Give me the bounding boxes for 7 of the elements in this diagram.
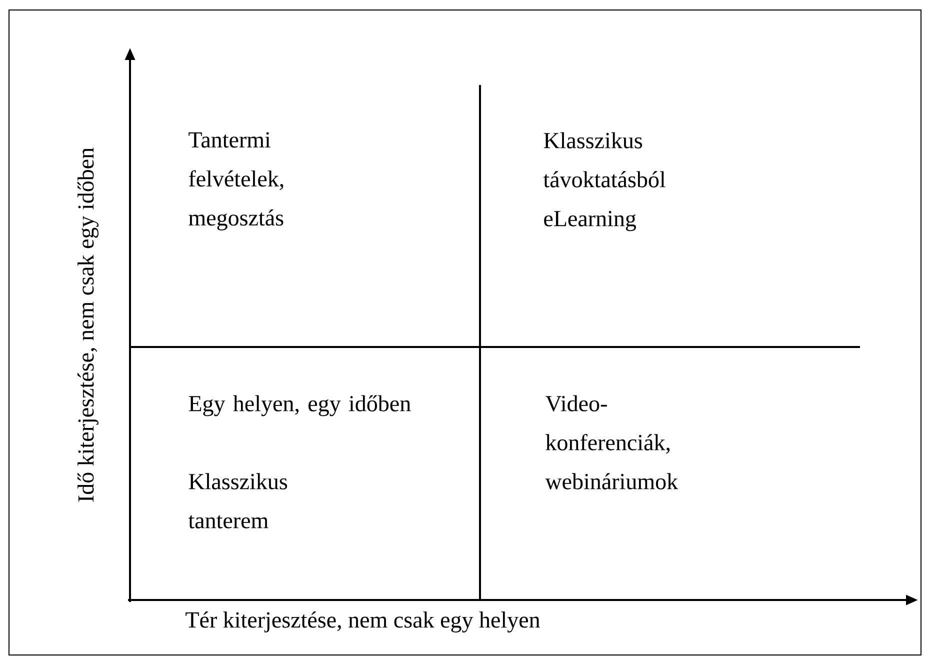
quadrant-label: Egy helyen, egy időben [188,395,411,416]
quadrant-label: Video-konferenciák, webináriumok [545,395,678,490]
quadrant-label: Klasszikus távoktatásból eLearning [543,132,666,232]
axis-label: Idő kiterjesztése, nem csak egy időben [78,148,98,502]
axis-label: Tér kiterjesztése, nem csak egy helyen [186,612,540,632]
quadrant-label: Tantermi felvételek, megosztás [188,132,284,230]
quadrant-label: Klasszikus tanterem [188,473,288,528]
